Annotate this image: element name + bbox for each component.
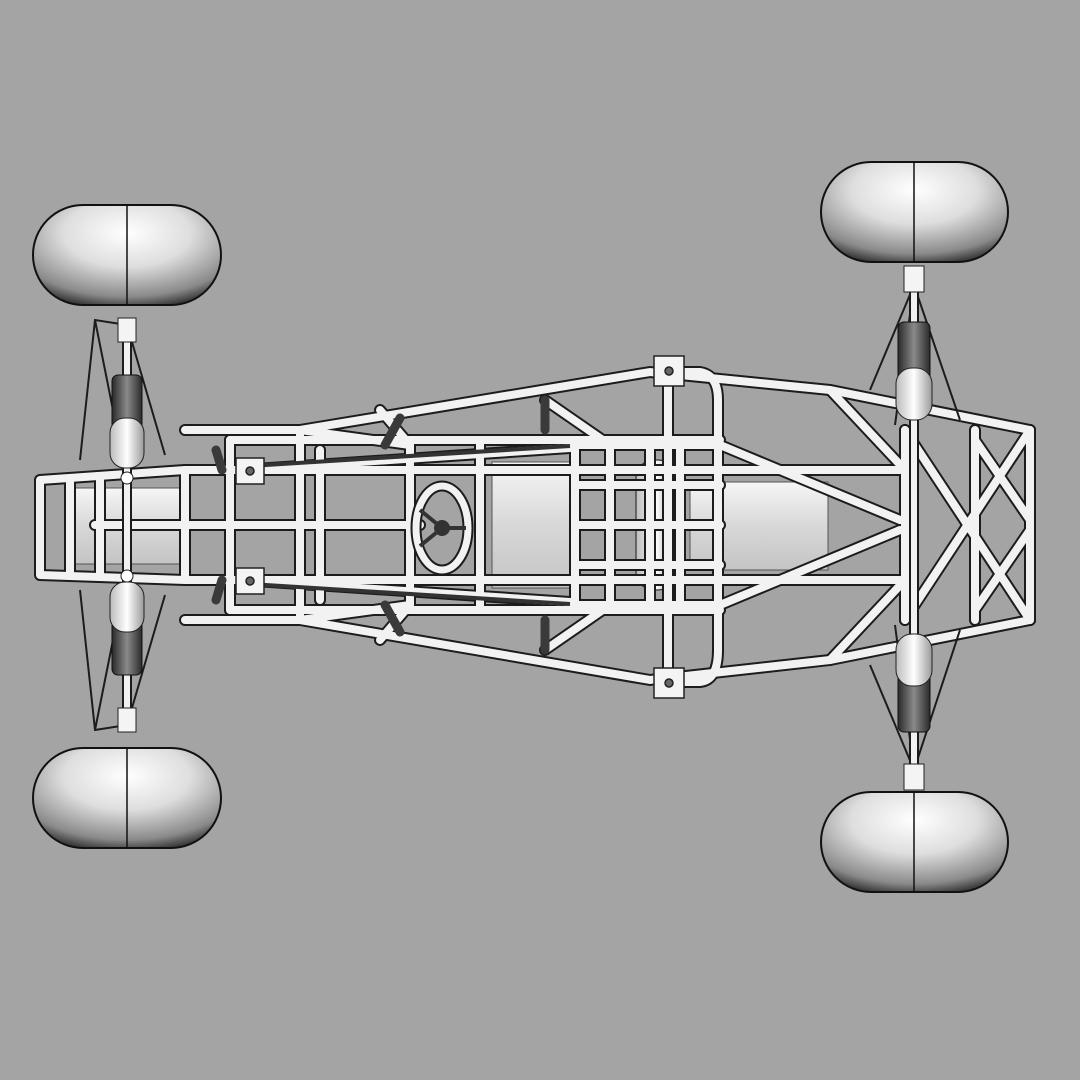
frame-brackets xyxy=(235,355,685,699)
wheels xyxy=(32,161,1009,893)
rear-right-wheel xyxy=(820,791,1009,893)
front-right-wheel xyxy=(32,747,222,849)
front-suspension xyxy=(79,317,166,733)
steering-wheel-icon xyxy=(410,480,474,576)
seat-pan-panel xyxy=(491,461,571,589)
rear-suspension xyxy=(869,265,961,791)
shadowed-braces xyxy=(211,395,550,655)
front-left-wheel xyxy=(32,204,222,306)
tie-rods xyxy=(249,444,571,606)
rear-left-wheel xyxy=(820,161,1009,263)
